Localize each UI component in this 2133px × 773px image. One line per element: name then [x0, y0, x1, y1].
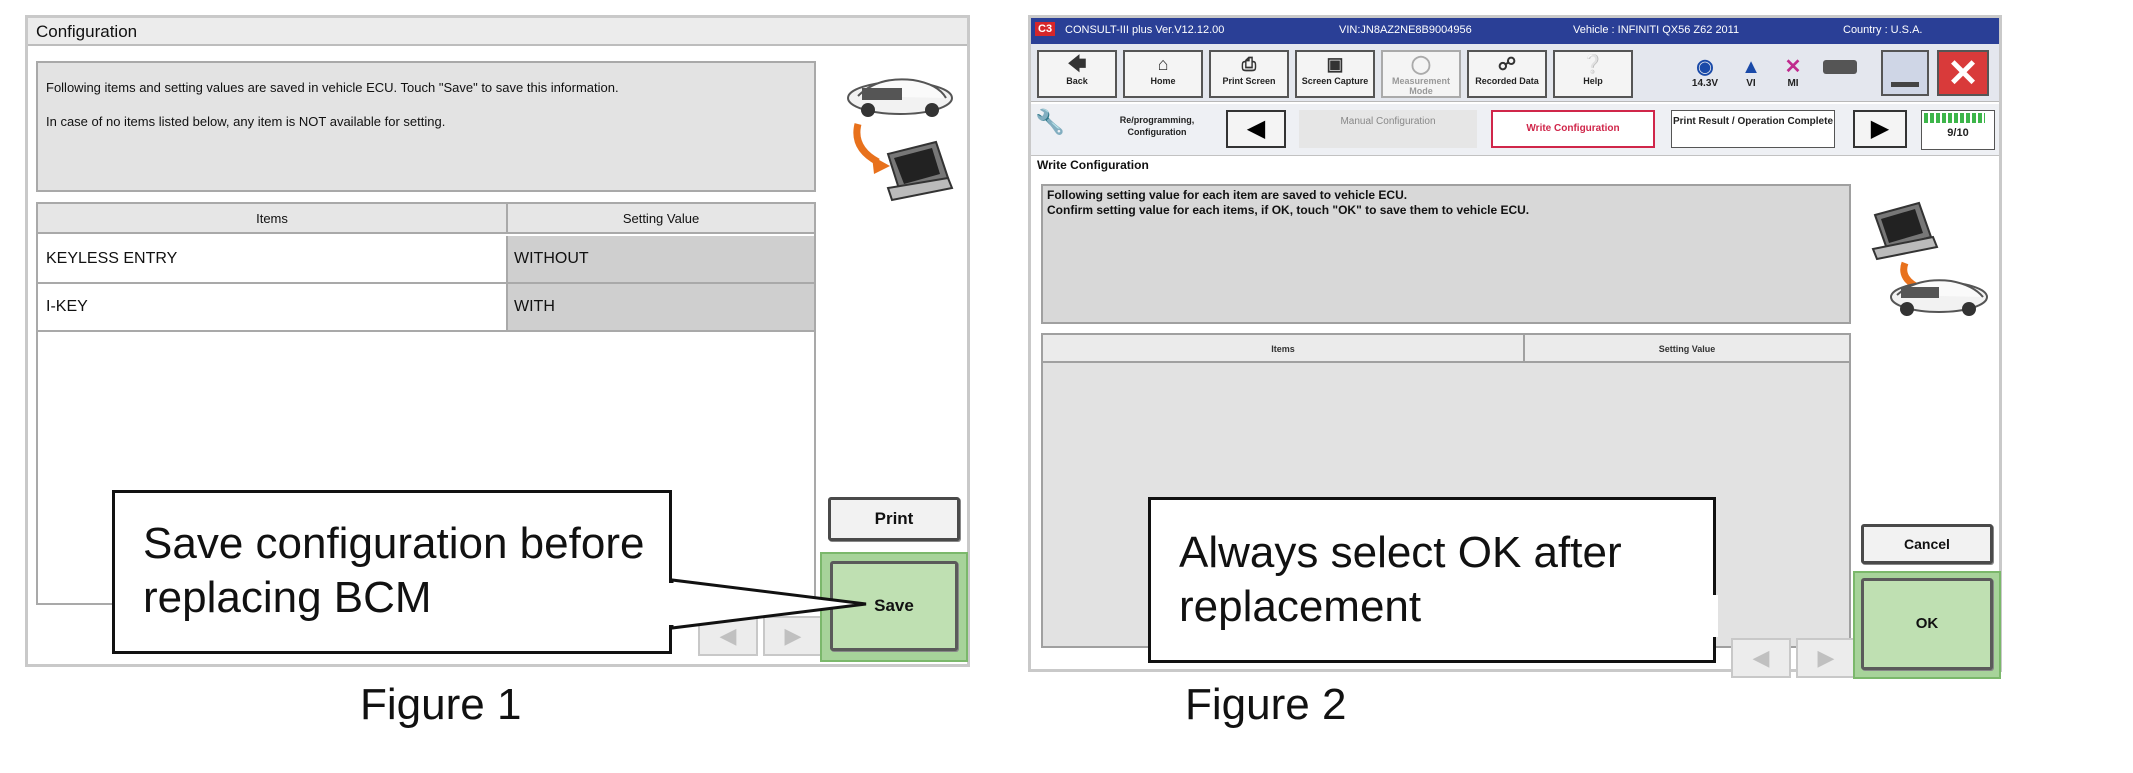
camera-icon: ▣	[1326, 54, 1344, 74]
ok-button[interactable]: OK	[1861, 578, 1993, 670]
car-to-laptop-icon	[828, 66, 958, 216]
message-line-1: Following items and setting values are s…	[46, 80, 619, 95]
items-header: Items	[1043, 335, 1525, 363]
right-arrow-icon: ▶	[1817, 645, 1835, 670]
step-navigation: 🔧 Re/programming, Configuration ◀ Manual…	[1031, 104, 1999, 156]
step-print-result: Print Result / Operation Complete	[1671, 110, 1835, 148]
save-info-message: Following items and setting values are s…	[36, 61, 816, 192]
measurement-mode-button[interactable]: ◯Measurement Mode	[1381, 50, 1461, 98]
figure2-screen: C3 CONSULT-III plus Ver.V12.12.00 VIN:JN…	[1028, 15, 2002, 679]
print-screen-button[interactable]: ⎙Print Screen	[1209, 50, 1289, 98]
value-cell: WITH	[508, 284, 814, 330]
printer-icon: ⎙	[1241, 54, 1257, 74]
app-title: CONSULT-III plus Ver.V12.12.00	[1065, 24, 1225, 36]
step-progress: 9/10	[1921, 110, 1995, 150]
step-manual-configuration: Manual Configuration	[1299, 110, 1477, 148]
section-title: Write Configuration	[1037, 158, 1149, 172]
progress-label: 9/10	[1947, 127, 1969, 139]
value-cell: WITHOUT	[508, 236, 814, 282]
right-arrow-icon: ▶	[1870, 115, 1890, 142]
prev-page-button[interactable]: ◀	[1731, 638, 1791, 678]
back-button[interactable]: 🡄Back	[1037, 50, 1117, 98]
message-line-2: In case of no items listed below, any it…	[46, 114, 446, 129]
callout-line-1: Save configuration before	[143, 519, 645, 568]
left-arrow-icon: ◀	[719, 623, 737, 648]
x-mark-icon: ✕	[1784, 56, 1802, 78]
app-badge: C3	[1035, 22, 1056, 36]
app-title-bar: C3 CONSULT-III plus Ver.V12.12.00 VIN:JN…	[1031, 18, 1999, 44]
figure2-caption: Figure 2	[1185, 680, 1347, 729]
figure1-caption: Figure 1	[360, 680, 522, 729]
prev-step-button[interactable]: ◀	[1226, 110, 1286, 148]
home-icon: ⌂	[1157, 54, 1169, 74]
close-icon: ✕	[1947, 53, 1979, 95]
reprogramming-icon: 🔧	[1035, 109, 1065, 136]
left-arrow-icon: ◀	[1752, 645, 1770, 670]
item-cell: KEYLESS ENTRY	[38, 236, 508, 282]
toolbar: 🡄Back ⌂Home ⎙Print Screen ▣Screen Captur…	[1031, 44, 1999, 102]
write-info-message: Following setting value for each item ar…	[1041, 184, 1851, 324]
left-arrow-icon: ◀	[1246, 115, 1266, 142]
configuration-title: Configuration	[28, 18, 967, 46]
measurement-icon: ◯	[1410, 54, 1432, 74]
table-row[interactable]: KEYLESS ENTRY WITHOUT	[38, 236, 814, 284]
callout-line-2: replacing BCM	[143, 573, 432, 622]
item-cell: I-KEY	[38, 284, 508, 330]
message-line-1: Following setting value for each item ar…	[1047, 188, 1408, 202]
message-line-2: Confirm setting value for each items, if…	[1047, 203, 1530, 217]
help-icon: ❔	[1581, 54, 1605, 74]
setting-value-header: Setting Value	[508, 204, 814, 234]
next-step-button[interactable]: ▶	[1853, 110, 1907, 148]
vi-status: ▲VI	[1729, 56, 1773, 89]
progress-bar	[1924, 113, 1985, 123]
country-label: Country : U.S.A.	[1843, 24, 1923, 36]
signal-icon: ▲	[1741, 56, 1761, 78]
mi-status: ✕MI	[1771, 56, 1815, 89]
next-page-button[interactable]: ▶	[763, 616, 823, 656]
items-header: Items	[38, 204, 508, 234]
screen-capture-button[interactable]: ▣Screen Capture	[1295, 50, 1375, 98]
close-button[interactable]: ✕	[1937, 50, 1989, 96]
step-write-configuration: Write Configuration	[1491, 110, 1655, 148]
callout-line-1: Always select OK after	[1179, 528, 1622, 577]
help-button[interactable]: ❔Help	[1553, 50, 1633, 98]
home-button[interactable]: ⌂Home	[1123, 50, 1203, 98]
print-button[interactable]: Print	[828, 497, 960, 541]
laptop-to-car-icon	[1861, 193, 1991, 333]
cancel-button[interactable]: Cancel	[1861, 524, 1993, 564]
right-arrow-icon: ▶	[784, 623, 802, 648]
battery-status: ◉14.3V	[1683, 56, 1727, 89]
back-arrow-icon: 🡄	[1067, 54, 1087, 74]
vehicle-label: Vehicle : INFINITI QX56 Z62 2011	[1573, 24, 1740, 36]
setting-value-header: Setting Value	[1525, 335, 1849, 363]
car-icon: ◉	[1696, 56, 1714, 78]
save-callout: Save configuration before replacing BCM	[112, 490, 672, 654]
minimize-button[interactable]	[1881, 50, 1929, 96]
table-row[interactable]: I-KEY WITH	[38, 284, 814, 332]
recorded-data-icon: ☍	[1497, 54, 1517, 74]
vin-label: VIN:JN8AZ2NE8B9004956	[1339, 24, 1472, 36]
ok-callout: Always select OK after replacement	[1148, 497, 1716, 663]
minimize-icon	[1891, 82, 1919, 87]
recorded-data-button[interactable]: ☍Recorded Data	[1467, 50, 1547, 98]
callout-line-2: replacement	[1179, 582, 1422, 631]
battery-icon	[1823, 60, 1857, 74]
section-label: Re/programming, Configuration	[1119, 115, 1195, 137]
